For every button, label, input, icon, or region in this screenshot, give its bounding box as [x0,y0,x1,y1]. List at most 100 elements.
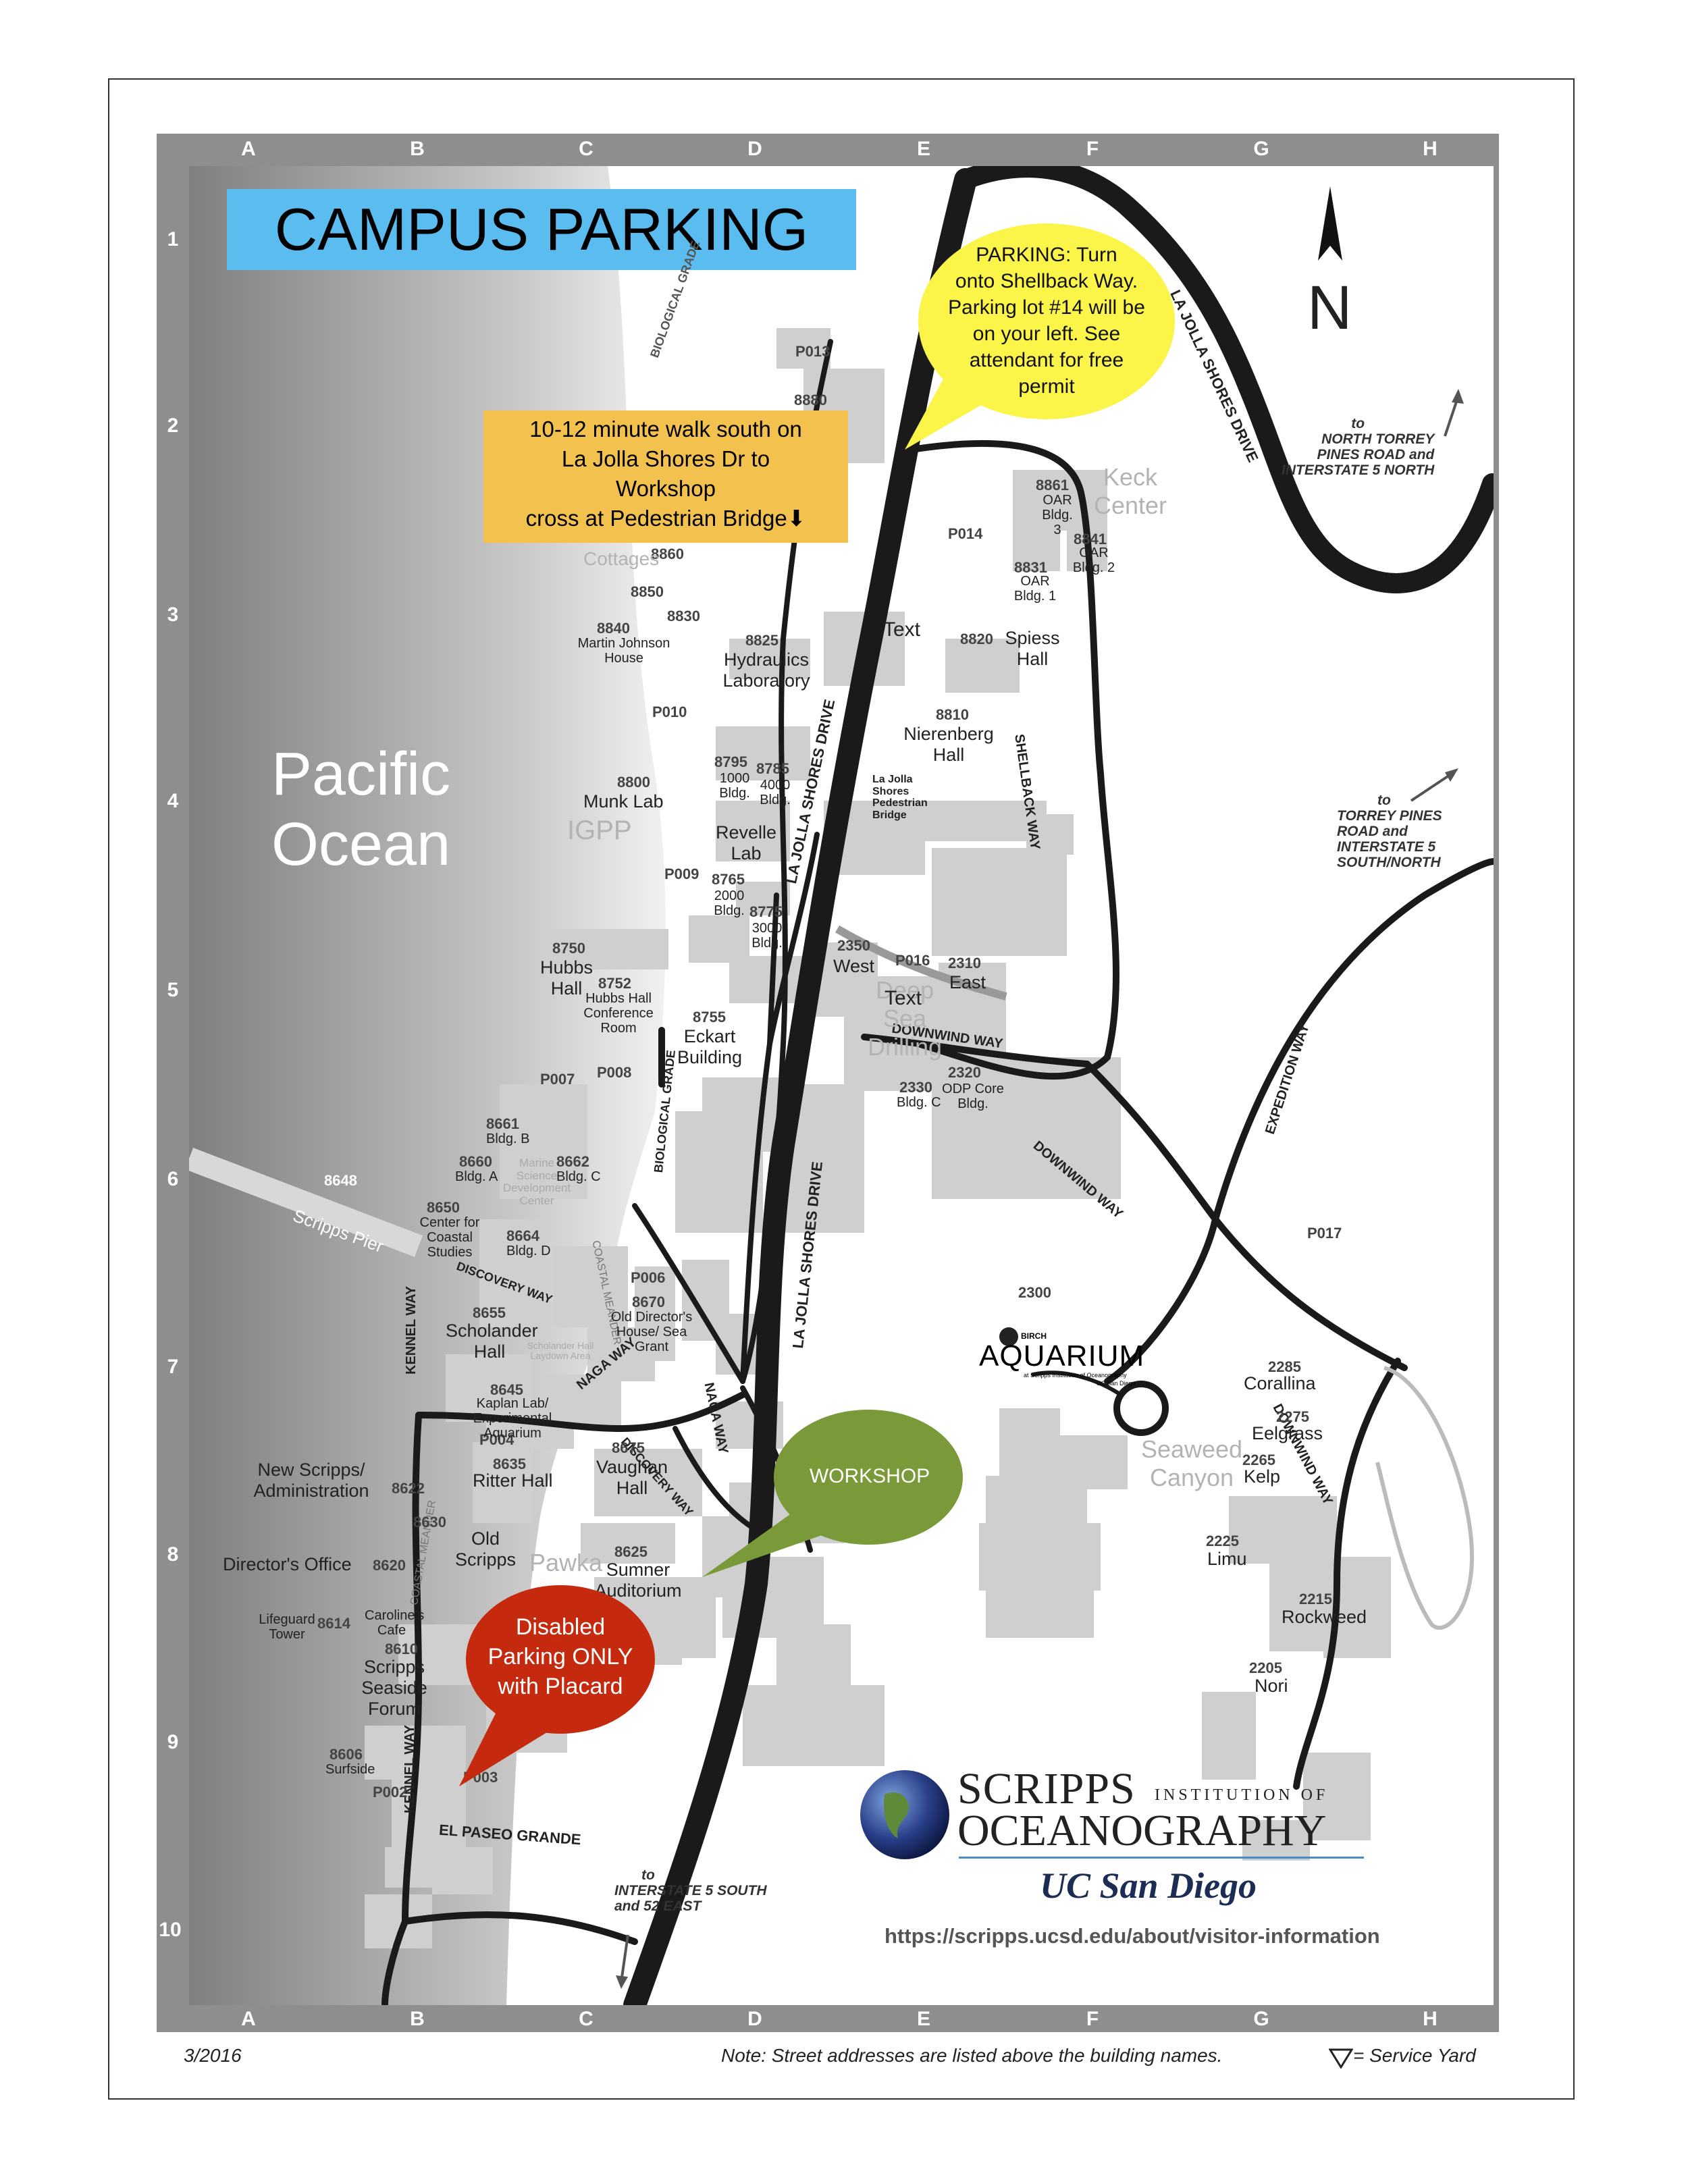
south-dir-line-3: and 52 EAST [614,1898,702,1915]
scripps-logo: SCRIPPS INSTITUTION OF OCEANOGRAPHY UC S… [858,1763,1398,1939]
building-8610-number: 8610 [385,1641,418,1657]
building-2275-name: Eelgrass [1252,1423,1323,1443]
grid-col-f: F [1086,138,1099,160]
disabled-line-3: with Placard [498,1674,623,1699]
torrey-dir-line-2: TORREY PINES [1337,808,1442,824]
building-2285-number: 2285 [1268,1358,1301,1375]
torrey-dir-line-5: SOUTH/NORTH [1337,855,1441,871]
p017-lot-outline [1375,1366,1475,1630]
ocean-line-1: Pacific [271,741,451,808]
building-8622-number: 8622 [392,1480,425,1497]
south-dir-line-1: to [641,1867,655,1883]
building-8880-number: 8880 [794,392,827,408]
building-8670-name: Old Director's House/ Sea Grant [610,1310,693,1354]
parking-lot-p014: P014 [948,525,983,542]
workshop-bubble-shape [702,1410,963,1577]
grid-col-a-bottom: A [241,2008,256,2030]
pedestrian-bridge [835,925,1007,1001]
grid-row-1-right: 1 [1508,228,1520,250]
building-8661-number: 8661 [486,1115,519,1132]
building-8625-number: 8625 [614,1543,648,1560]
building-8810-name: Nierenberg Hall [903,724,994,765]
parking-line-2: onto Shellback Way. [955,270,1138,292]
grid-row-2-right: 2 [1508,415,1520,437]
disabled-parking-callout: Disabled Parking ONLY with Placard [459,1612,662,1701]
scripps-logo-line3: UC San Diego [1040,1865,1257,1906]
grid-row-7-right: 7 [1508,1356,1520,1378]
building-2265-name: Kelp [1244,1466,1281,1487]
grid-row-9-right: 9 [1508,1731,1520,1753]
building-8750-number: 8750 [552,940,585,957]
north-dir-line-2: NORTH TORREY [1321,431,1435,448]
building-2215-number: 2215 [1299,1591,1332,1607]
scripps-logo-line2: OCEANOGRAPHY [957,1806,1327,1855]
parking-lot-p007: P007 [540,1071,575,1088]
grid-col-h: H [1423,138,1438,160]
aquarium-sub-1: at Scripps Institution of Oceanography [1024,1372,1127,1379]
building-8645-number: 8645 [490,1381,523,1398]
disabled-line-1: Disabled [515,1614,606,1640]
building-8655-number: 8655 [473,1304,506,1321]
parking-line-3: Parking lot #14 will be [948,296,1145,319]
north-curve-road [955,166,1494,593]
globe-icon [860,1770,949,1859]
grid-row-5-right: 5 [1508,979,1520,1001]
parking-lot-p002: P002 [373,1784,408,1801]
map-area: CAMPUS PARKING N PARKING: Turn onto Shel… [189,166,1494,2005]
grid-row-10-right: 10 [1500,1919,1523,1941]
building-8831-name: OAR Bldg. 1 [1013,574,1057,604]
grid-row-4: 4 [167,790,179,812]
igpp-label: IGPP [567,816,632,845]
parking-line-6: permit [1018,375,1075,398]
seaweed-canyon-label: Seaweed Canyon [1140,1435,1243,1491]
building-2350-name: West [833,956,875,976]
building-8655-name: Scholander Hall [446,1321,538,1362]
workshop-label: WORKSHOP [809,1465,930,1487]
scripps-visitor-url[interactable]: https://scripps.ucsd.edu/about/visitor-i… [885,1924,1380,1948]
building-8775-name: 3000 Bldg. [751,921,783,951]
scripps-pier [189,1148,423,1257]
north-label: N [1307,273,1352,342]
disabled-line-2: Parking ONLY [487,1644,633,1670]
north-dir-line-1: to [1351,416,1365,431]
parking-lot-p017: P017 [1307,1225,1342,1242]
parking-lot-p004: P004 [479,1431,515,1448]
downwind-way-road [861,1034,1408,1371]
building-8614-number: 8614 [317,1615,350,1632]
parking-lot-p008: P008 [597,1064,632,1081]
revelle-lab-label: Revelle Lab [715,822,777,863]
grid-row-2: 2 [167,415,179,437]
building-8840-number: 8840 [597,620,630,637]
building-8841-number: 8841 [1074,531,1107,548]
parking-line-1: PARKING: Turn [976,244,1117,266]
building-8660-number: 8660 [459,1153,492,1170]
parking-lot-p010: P010 [652,703,687,720]
building-8648-number: 8648 [324,1172,357,1189]
building-8785-name: 4000 Bldg. [760,778,791,807]
building-2205-number: 2205 [1249,1659,1282,1676]
building-2320-number: 2320 [948,1064,981,1081]
north-dir-line-3: PINES ROAD and [1317,447,1435,463]
building-8825-number: 8825 [745,632,779,649]
north-torrey-direction: to NORTH TORREY PINES ROAD and INTERSTAT… [1282,416,1434,478]
building-8645-name: Kaplan Lab/ Experimental Aquarium [473,1396,552,1441]
footer-note: Note: Street addresses are listed above … [721,2045,1223,2066]
grid-col-e: E [916,138,930,160]
building-8606-number: 8606 [329,1746,363,1763]
directors-office-label: Director's Office [223,1554,352,1574]
building-8625-name: Sumner Auditorium [594,1560,682,1601]
parking-lot-p009: P009 [664,865,700,882]
building-8795-number: 8795 [714,753,747,770]
parking-bubble-shape [905,223,1175,450]
building-2320-name: ODP Core Bldg. [942,1082,1004,1111]
building-8675-name: Vaughan Hall [596,1457,668,1498]
walk-line-3: Workshop [616,476,716,501]
walk-line-4: cross at Pedestrian Bridge⬇ [525,506,806,531]
building-8662-name: Bldg. C [556,1169,601,1184]
building-2300-number: 2300 [1018,1284,1051,1301]
grid-col-g-bottom: G [1253,2008,1269,2030]
building-8795-name: 1000 Bldg. [719,771,750,801]
building-8830-number: 8830 [667,608,700,624]
grid-row-8: 8 [167,1543,179,1566]
building-8825-name: Hydraulics Laboratory [722,649,810,691]
